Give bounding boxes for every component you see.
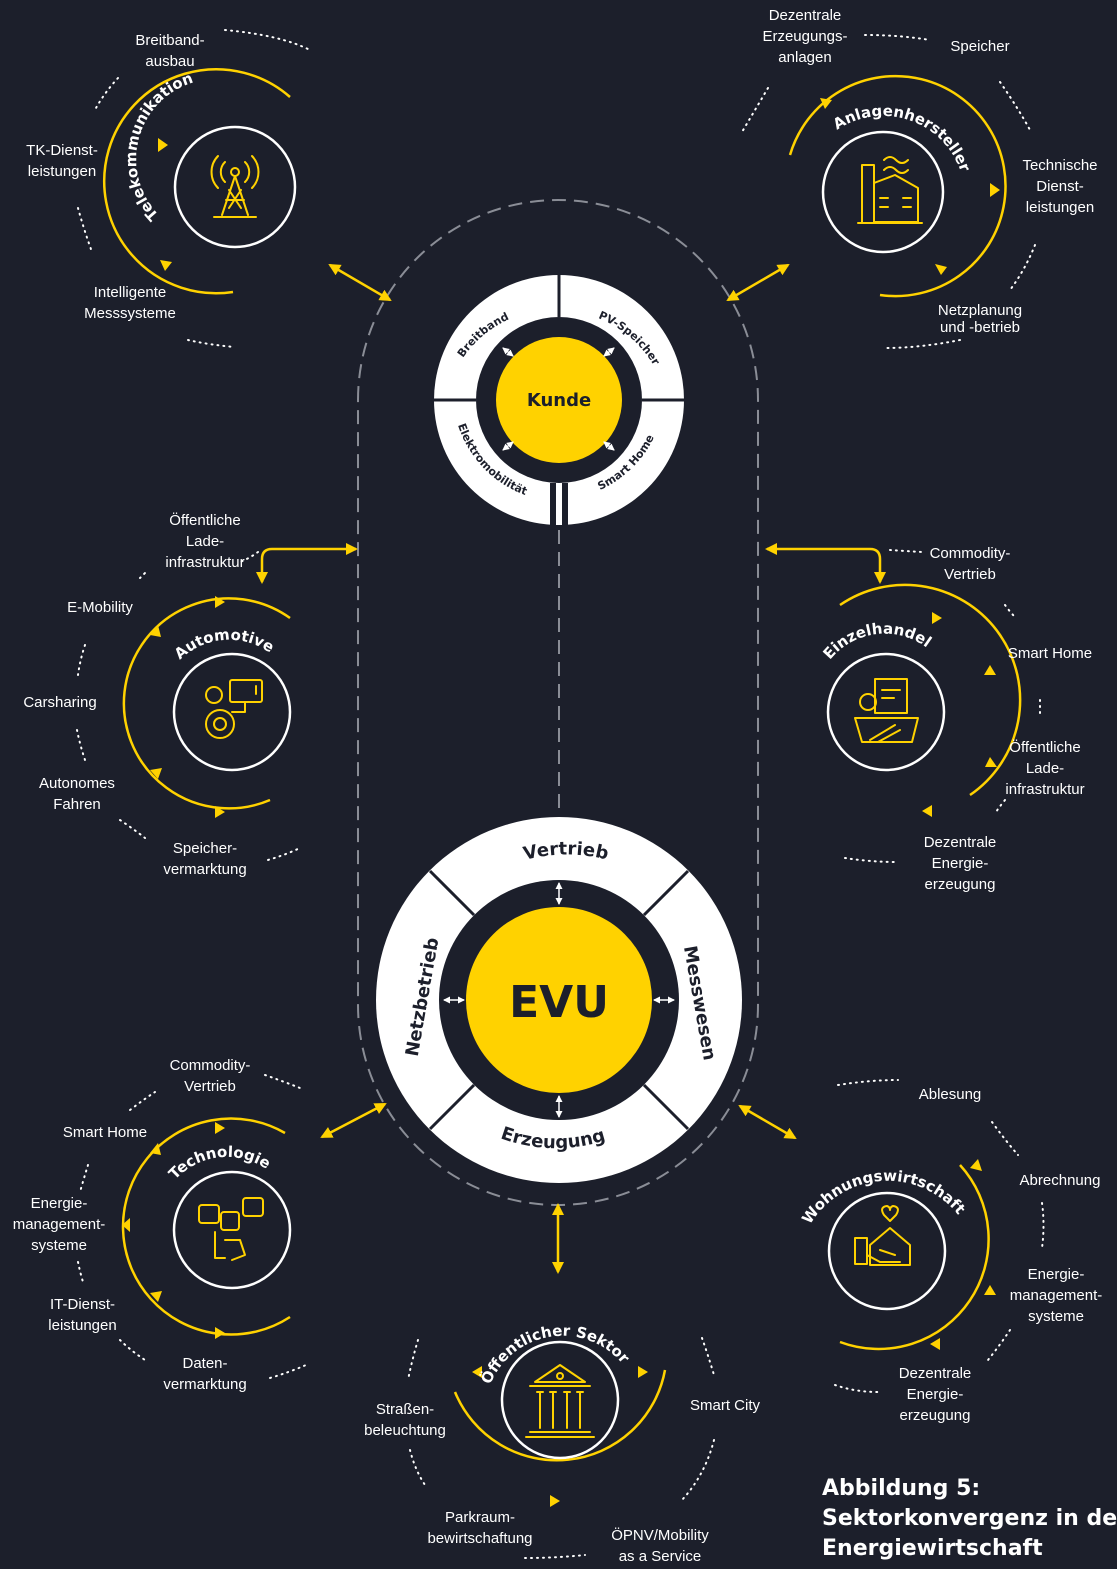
ring-automotive (122, 597, 291, 810)
antenna-tower-icon (210, 155, 260, 218)
label-oeffentliche-ladeinfrastruktur-automotive: Öffentliche Lade- infrastruktur (165, 512, 245, 571)
caption-line-2: Sektorkonvergenz in der (822, 1506, 1117, 1531)
sector-icon-circles (172, 125, 947, 1460)
ring-arrowheads (122, 98, 1000, 1507)
sector-title-wohnungswirtschaft: Wohnungswirtschaft (798, 1167, 969, 1228)
sector-title-einzelhandel: Einzelhandel (819, 619, 934, 662)
label-dezentrale-erzeugungsanlagen: Dezentrale Erzeugungs- anlagen (762, 7, 848, 66)
label-dezentrale-energieerzeugung-wohnungswirtschaft: Dezentrale Energie- erzeugung (898, 1365, 972, 1424)
label-carsharing: Carsharing (23, 694, 97, 711)
ring-anlagenhersteller (788, 74, 1007, 298)
factory-icon (857, 156, 923, 224)
label-tk-dienstleistungen: TK-Dienst- leistungen (26, 142, 98, 180)
sector-title-automotive: Automotive (171, 625, 278, 663)
arrow-technologie (320, 1102, 387, 1139)
label-ablesung: Ablesung (918, 1086, 982, 1103)
ring-telekommunikation (102, 68, 291, 295)
label-breitbandausbau: Breitband- ausbau (135, 32, 205, 70)
label-strassenbeleuchtung: Straßen- beleuchtung (364, 1401, 446, 1439)
label-speichervermarktung: Speicher- vermarktung (163, 840, 247, 878)
caption-line-1: Abbildung 5: (822, 1476, 981, 1501)
label-netzplanung-und-betrieb: Netzplanung und -betrieb (937, 302, 1023, 336)
svg-text:Öffentlicher Sektor: Öffentlicher Sektor (476, 1322, 633, 1387)
label-technische-dienstleistungen: Technische Dienst- leistungen (1022, 157, 1098, 216)
arrow-automotive (256, 543, 358, 584)
label-parkraumbewirtschaftung: Parkraum- bewirtschaftung (427, 1509, 533, 1547)
label-smart-city: Smart City (689, 1397, 760, 1414)
label-datenvermarktung: Daten- vermarktung (163, 1355, 247, 1393)
shopping-basket-icon (854, 678, 919, 743)
connector-arrows (256, 263, 886, 1274)
evu-hub: EVU Vertrieb Erzeugung Netzbetrieb Messw… (376, 817, 742, 1183)
engine-gears-icon (205, 679, 263, 739)
label-oepnv-mobility-as-a-service: ÖPNV/Mobility as a Service (611, 1527, 709, 1565)
label-energiemanagementsysteme-technologie: Energie- management- systeme (12, 1195, 106, 1254)
label-autonomes-fahren: Autonomes Fahren (39, 775, 115, 813)
svg-text:Automotive: Automotive (171, 625, 278, 663)
label-speicher: Speicher (950, 38, 1010, 55)
label-smart-home-einzelhandel: Smart Home (1007, 645, 1093, 662)
svg-text:Einzelhandel: Einzelhandel (819, 619, 934, 662)
dotted-decoration (76, 29, 1045, 1559)
arrow-wohnungswirtschaft (738, 1104, 797, 1140)
evu-label: EVU (509, 977, 609, 1028)
caption-line-3: Energiewirtschaft (822, 1536, 1043, 1561)
label-energiemanagementsysteme-wohnungswirtschaft: Energie- management- systeme (1009, 1266, 1103, 1325)
label-oeffentliche-ladeinfrastruktur-einzelhandel: Öffentliche Lade- infrastruktur (1005, 739, 1085, 798)
label-smart-home-technologie: Smart Home (62, 1124, 148, 1141)
label-it-dienstleistungen: IT-Dienst- leistungen (48, 1296, 117, 1334)
sector-title-oeffentlicher-sektor: Öffentlicher Sektor (476, 1322, 633, 1387)
dashed-boundary (357, 199, 759, 1206)
svg-text:Wohnungswirtschaft: Wohnungswirtschaft (798, 1167, 969, 1228)
ring-einzelhandel (839, 583, 1022, 797)
label-commodity-vertrieb-einzelhandel: Commodity- Vertrieb (929, 545, 1011, 583)
smartphone-social-icon (198, 1197, 264, 1261)
kunde-hub: Kunde Breitband PV-Speicher Elektromobil… (434, 275, 684, 528)
label-commodity-vertrieb-technologie: Commodity- Vertrieb (169, 1057, 251, 1095)
label-abrechnung: Abrechnung (1019, 1172, 1101, 1189)
label-e-mobility: E-Mobility (67, 599, 133, 616)
label-intelligente-messsysteme: Intelligente Messsysteme (84, 284, 176, 322)
arrow-einzelhandel (765, 543, 886, 584)
arrow-anlagenhersteller (726, 263, 790, 302)
government-building-icon (525, 1364, 595, 1438)
kunde-label: Kunde (527, 390, 591, 411)
label-dezentrale-energieerzeugung-einzelhandel: Dezentrale Energie- erzeugung (923, 834, 997, 893)
house-hand-icon (854, 1205, 911, 1266)
ring-wohnungswirtschaft (839, 1164, 990, 1351)
figure-caption: Abbildung 5: Sektorkonvergenz in der Ene… (822, 1474, 1117, 1564)
arrow-telekommunikation (328, 263, 392, 302)
ring-oeffentlicher-sektor (453, 1369, 667, 1462)
